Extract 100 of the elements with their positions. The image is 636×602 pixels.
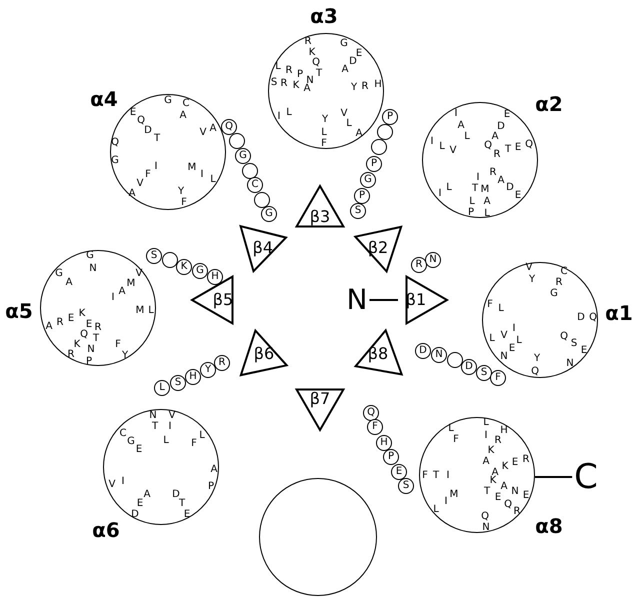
residue-circle: Q — [221, 119, 237, 135]
residue-letter: V — [136, 179, 144, 189]
residue-letter: E — [514, 143, 522, 153]
residue-letter: P — [468, 208, 474, 218]
residue-letter: K — [308, 48, 316, 58]
residue-circle: R — [214, 355, 230, 371]
residue-letter: L — [275, 62, 281, 72]
residue-letter: L — [489, 334, 495, 344]
helix-label: α6 — [92, 520, 120, 540]
residue-letter: M — [188, 163, 196, 173]
residue-letter: N — [482, 523, 490, 533]
residue-circle: N — [431, 347, 447, 363]
residue-circle: F — [367, 419, 383, 435]
empty-residue-circle — [254, 192, 270, 208]
residue-circle: K — [176, 259, 192, 275]
empty-residue-circle — [377, 124, 393, 140]
residue-letter: Q — [111, 138, 119, 148]
residue-letter: M — [136, 306, 144, 316]
residue-letter: I — [200, 170, 204, 180]
residue-letter: D — [506, 183, 514, 193]
empty-residue-circle — [447, 352, 463, 368]
residue-letter: Q — [80, 330, 88, 340]
residue-letter: L — [346, 119, 352, 129]
empty-residue-circle — [229, 133, 245, 149]
residue-letter: R — [514, 507, 520, 517]
terminus-label: C — [574, 460, 598, 494]
residue-letter: N — [566, 359, 574, 369]
residue-letter: E — [136, 499, 144, 509]
residue-letter: G — [111, 156, 119, 166]
residue-circle: P — [366, 156, 382, 172]
empty-residue-circle — [371, 139, 387, 155]
residue-letter: L — [439, 142, 445, 152]
empty-residue-circle — [242, 163, 258, 179]
residue-letter: A — [342, 65, 348, 75]
residue-circle: H — [185, 369, 201, 385]
residue-circle: Q — [363, 405, 379, 421]
residue-letter: I — [484, 431, 488, 441]
residue-letter: G — [127, 437, 135, 447]
residue-letter: E — [522, 491, 530, 501]
residue-letter: I — [454, 109, 458, 119]
helix-label: α8 — [535, 516, 563, 536]
residue-letter: G — [55, 269, 63, 279]
residue-letter: Q — [312, 58, 320, 68]
helix-label: α5 — [5, 301, 33, 321]
strand-label: β1 — [406, 292, 426, 308]
residue-letter: K — [502, 462, 508, 472]
residue-letter: A — [482, 457, 490, 467]
residue-letter: A — [210, 124, 216, 134]
residue-letter: V — [200, 128, 206, 138]
residue-letter: Y — [122, 351, 128, 361]
residue-letter: L — [448, 424, 454, 434]
residue-letter: R — [94, 323, 102, 333]
residue-letter: P — [296, 70, 304, 80]
residue-circle: H — [376, 435, 392, 451]
residue-letter: I — [154, 162, 158, 172]
residue-letter: R — [522, 455, 530, 465]
residue-letter: A — [498, 176, 504, 186]
residue-letter: I — [444, 497, 448, 507]
residue-letter: L — [498, 304, 504, 314]
residue-letter: L — [484, 209, 490, 219]
residue-letter: Q — [560, 332, 568, 342]
residue-letter: L — [516, 336, 522, 346]
residue-letter: I — [438, 189, 442, 199]
residue-letter: L — [433, 505, 439, 515]
residue-letter: A — [458, 121, 464, 131]
residue-letter: F — [487, 300, 493, 310]
residue-letter: T — [504, 145, 512, 155]
residue-letter: R — [68, 350, 74, 360]
residue-letter: G — [340, 39, 348, 49]
residue-letter: Q — [504, 500, 512, 510]
residue-letter: Y — [178, 187, 184, 197]
residue-circle: G — [360, 172, 376, 188]
residue-letter: C — [560, 267, 568, 277]
residue-letter: I — [446, 471, 450, 481]
residue-circle: G — [261, 206, 277, 222]
residue-letter: E — [508, 344, 516, 354]
residue-letter: K — [78, 309, 86, 319]
residue-letter: R — [494, 436, 502, 446]
helix-label: α4 — [90, 89, 118, 109]
residue-circle: N — [425, 252, 441, 268]
residue-letter: T — [92, 334, 100, 344]
residue-letter: C — [182, 99, 190, 109]
residue-letter: K — [74, 340, 80, 350]
residue-letter: Y — [350, 83, 358, 93]
residue-letter: L — [286, 108, 292, 118]
residue-letter: A — [356, 129, 362, 139]
residue-letter: G — [164, 96, 172, 106]
residue-letter: Q — [484, 141, 492, 151]
empty-circle — [259, 478, 377, 596]
residue-letter: T — [152, 422, 158, 432]
residue-letter: S — [270, 78, 278, 88]
residue-letter: Q — [137, 116, 145, 126]
residue-letter: A — [210, 465, 218, 475]
residue-letter: A — [46, 322, 52, 332]
residue-letter: A — [66, 278, 72, 288]
residue-letter: M — [126, 279, 136, 289]
residue-letter: L — [199, 431, 205, 441]
residue-letter: S — [570, 339, 578, 349]
residue-letter: F — [321, 139, 327, 149]
residue-circle: R — [411, 257, 427, 273]
